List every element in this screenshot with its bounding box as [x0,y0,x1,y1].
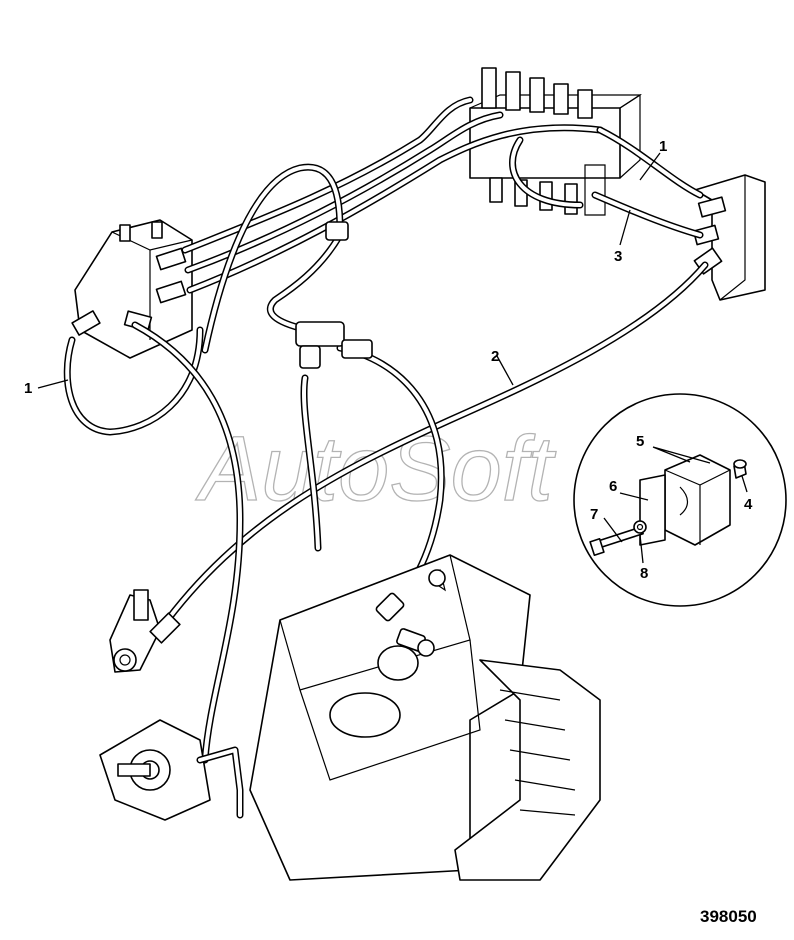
callout-1-left: 1 [24,380,32,397]
watermark-text: AutoSoft [195,418,556,520]
clamp-detail-circle [573,393,787,607]
callout-4: 4 [744,496,753,513]
tank-hose-fittings [375,592,435,657]
left-valve-block [71,219,193,359]
right-valve-block [692,174,766,301]
callout-2: 2 [491,348,499,365]
hose-left-down-to-pump [131,321,244,764]
hydraulic-pump [99,719,244,821]
hose-arch-center [201,163,344,354]
callout-6: 6 [609,478,617,495]
elbow-fitting-left [109,589,181,673]
callout-8: 8 [640,565,648,582]
figure-number: 398050 [700,907,757,926]
callout-5: 5 [636,433,644,450]
tee-fitting [295,221,373,369]
callout-7: 7 [590,506,598,523]
hydraulic-tank [249,554,601,881]
callout-3: 3 [614,248,622,265]
hose-loop-1-top [509,126,704,239]
hose-bundle-upper [181,96,604,294]
callout-leaders [37,152,748,564]
callout-1-top: 1 [659,138,667,155]
control-valve-bank [469,67,643,216]
